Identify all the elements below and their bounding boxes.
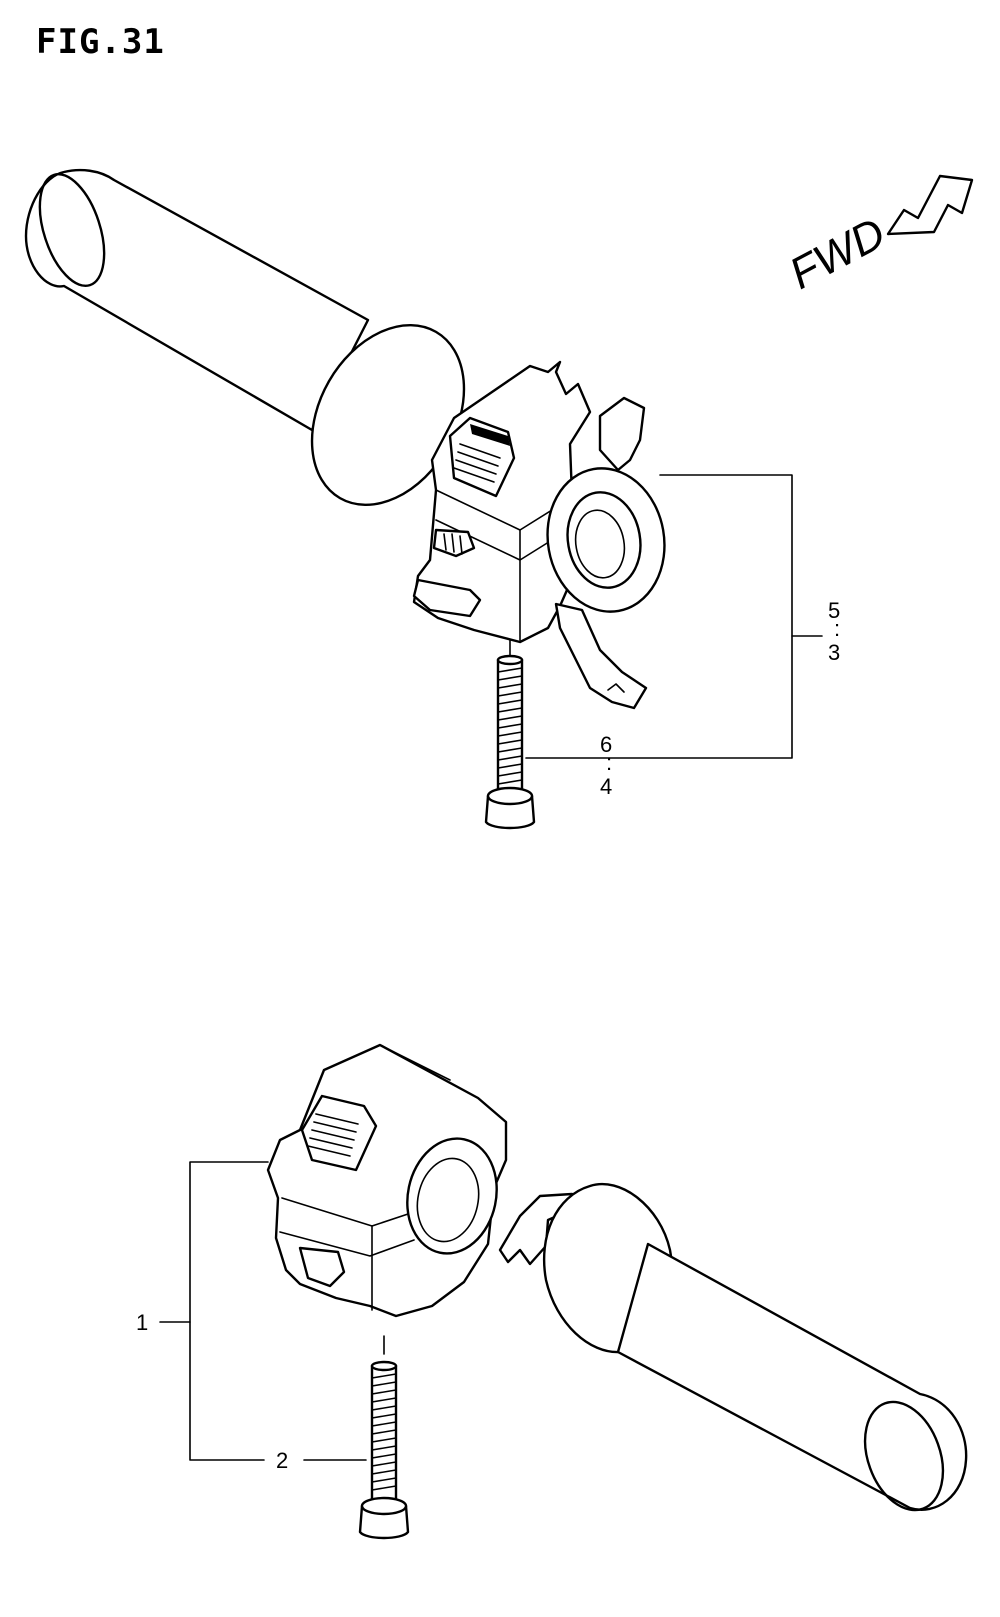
throttle-grip bbox=[498, 1183, 968, 1512]
callout-4: 4 bbox=[600, 774, 612, 799]
top-screw bbox=[484, 639, 536, 830]
fwd-indicator: FWD bbox=[782, 174, 974, 299]
callout-1: 1 bbox=[136, 1310, 148, 1335]
callout-sep-53: : bbox=[834, 616, 840, 641]
callout-6: 6 bbox=[600, 732, 612, 757]
left-grip bbox=[24, 168, 466, 507]
bottom-screw bbox=[358, 1335, 410, 1540]
right-switch-housing bbox=[266, 1043, 508, 1318]
fwd-label: FWD bbox=[782, 209, 893, 299]
callout-2: 2 bbox=[276, 1448, 288, 1473]
callout-3: 3 bbox=[828, 640, 840, 665]
left-switch-housing bbox=[412, 360, 666, 710]
fwd-arrow-icon bbox=[886, 174, 974, 236]
bottom-callout-lines bbox=[159, 1161, 367, 1461]
callout-5: 5 bbox=[828, 598, 840, 623]
callout-sep-64: : bbox=[606, 750, 612, 775]
top-callout-lines bbox=[525, 474, 823, 759]
figure-title: FIG.31 bbox=[36, 22, 165, 62]
